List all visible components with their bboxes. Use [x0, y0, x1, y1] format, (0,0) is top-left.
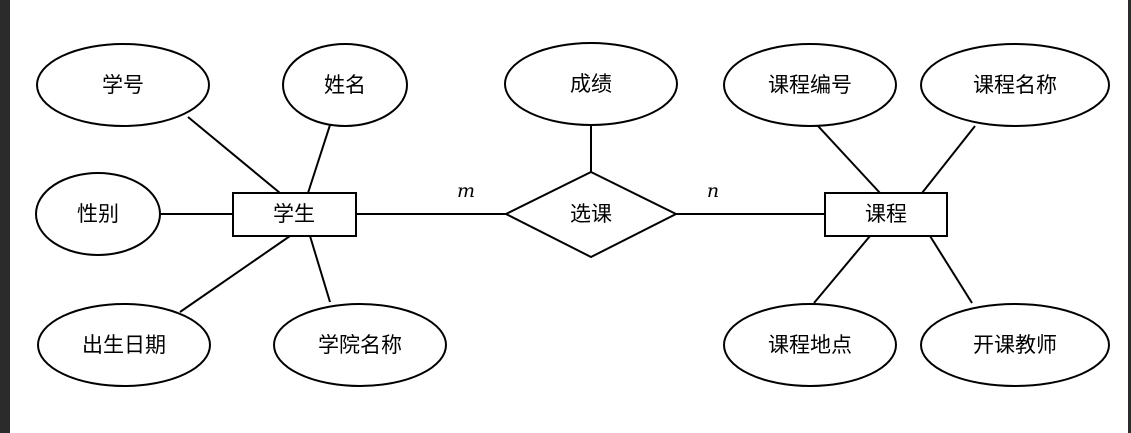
attribute-label: 课程编号	[768, 73, 852, 97]
entity-course: 课程	[824, 192, 948, 237]
attribute-course-name: 课程名称	[920, 43, 1110, 127]
edge-college-name	[309, 235, 331, 303]
entity-label: 学生	[273, 202, 315, 226]
attribute-label: 开课教师	[973, 333, 1057, 357]
cardinality-student: m	[457, 180, 475, 202]
edge-student-name	[307, 124, 331, 194]
edge-course-id	[817, 125, 881, 194]
relationship-enroll: 选课	[503, 170, 679, 259]
edge-teacher	[929, 235, 973, 304]
attribute-grade: 成绩	[504, 42, 678, 126]
attribute-label: 课程名称	[973, 73, 1057, 97]
window-edge-right	[1128, 0, 1131, 433]
entity-student: 学生	[232, 192, 357, 237]
connectors	[160, 116, 976, 313]
edge-student-id	[187, 116, 281, 194]
relationship-label: 选课	[570, 202, 612, 226]
attribute-student-name: 姓名	[282, 43, 408, 127]
attribute-label: 出生日期	[82, 333, 166, 357]
attribute-college-name: 学院名称	[273, 303, 447, 387]
attribute-course-location: 课程地点	[723, 303, 897, 387]
attribute-birthdate: 出生日期	[37, 303, 211, 387]
attribute-course-id: 课程编号	[723, 43, 897, 127]
attribute-label: 课程地点	[768, 333, 852, 357]
cardinality-course: n	[707, 180, 719, 202]
attribute-label: 学号	[102, 73, 144, 97]
attribute-label: 姓名	[324, 73, 366, 97]
edge-course-location	[813, 235, 871, 304]
attribute-label: 性别	[77, 202, 119, 226]
attribute-label: 学院名称	[318, 333, 402, 357]
attribute-teacher: 开课教师	[920, 303, 1110, 387]
edge-birthdate	[179, 235, 291, 313]
attribute-label: 成绩	[570, 72, 612, 96]
entity-label: 课程	[865, 202, 907, 226]
attribute-student-id: 学号	[36, 43, 210, 127]
attribute-gender: 性别	[35, 172, 161, 256]
window-edge-left	[0, 0, 10, 433]
edge-course-name	[921, 125, 976, 194]
